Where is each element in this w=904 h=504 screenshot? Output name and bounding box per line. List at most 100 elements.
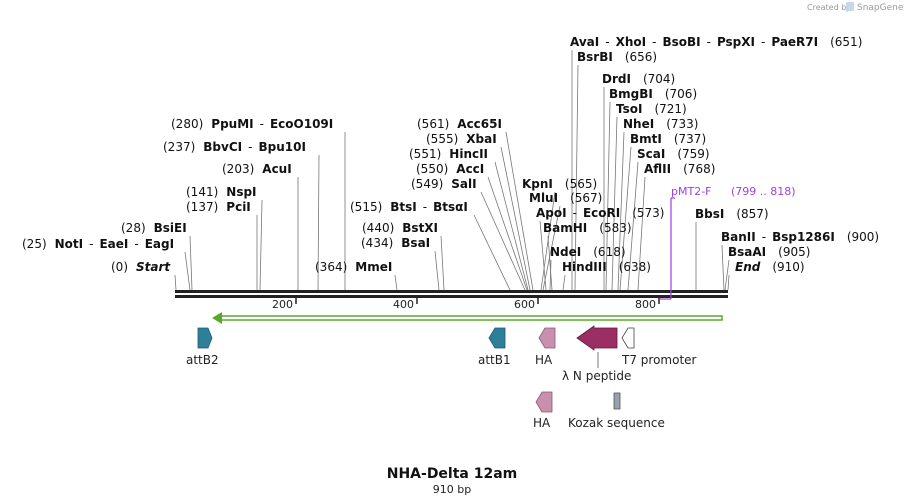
site-label: AvaI-XhoI-BsoBI-PspXI-PaeR7I(651) <box>570 35 862 49</box>
primer-pmt2-f[interactable]: pMT2-F (799 .. 818) <box>660 185 796 300</box>
primer-name: pMT2-F <box>671 185 712 198</box>
site-label: BanII-Bsp1286I(900) <box>721 230 879 244</box>
site-sali[interactable]: (549)SalI <box>411 177 477 191</box>
site-noti[interactable]: (25)NotI-EaeI-EagI <box>22 237 174 251</box>
site-drdi[interactable]: DrdI(704) <box>602 72 675 86</box>
site-label: MluI(567) <box>529 191 602 205</box>
ha-arrow-icon <box>535 391 553 413</box>
tick-label-800: 800 <box>635 298 656 311</box>
site-label: (137)PciI <box>186 200 251 214</box>
site-scai[interactable]: ScaI(759) <box>637 147 710 161</box>
site-xbai[interactable]: (555)XbaI <box>426 132 497 146</box>
backbone-bottom-strand <box>175 295 728 298</box>
site-bstxi[interactable]: (440)BstXI <box>362 221 438 235</box>
site-label: (237)BbvCI-Bpu10I <box>163 140 306 154</box>
orf-arrow[interactable] <box>212 312 723 324</box>
feature-t7-promoter[interactable]: T7 promoter <box>621 327 697 367</box>
site-apoi[interactable]: ApoI-EcoRI(573) <box>536 206 664 220</box>
leader-line <box>174 274 177 291</box>
attb2-arrow-icon <box>197 327 213 349</box>
feature-attb1[interactable]: attB1 <box>478 327 511 367</box>
site-hincii[interactable]: (551)HincII <box>409 147 488 161</box>
site-label: ScaI(759) <box>637 147 710 161</box>
site-label: HindIII(638) <box>562 260 651 274</box>
feature-attb2[interactable]: attB2 <box>186 327 219 367</box>
tick-label-200: 200 <box>272 298 293 311</box>
site-label: DrdI(704) <box>602 72 675 86</box>
leader-line <box>562 274 566 291</box>
feature-label: HA <box>535 353 553 367</box>
leader-line <box>494 161 529 291</box>
site-label: (561)Acc65I <box>417 117 502 131</box>
feature-kozak-sequence[interactable]: Kozak sequence <box>568 392 665 430</box>
site-banii[interactable]: BanII-Bsp1286I(900) <box>721 230 879 244</box>
leader-line <box>605 101 611 291</box>
site-label: NdeI(618) <box>550 245 626 259</box>
site-bbvci[interactable]: (237)BbvCI-Bpu10I <box>163 140 306 154</box>
site-bsrbi[interactable]: BsrBI(656) <box>577 50 657 64</box>
site-pcii[interactable]: (137)PciI <box>186 200 251 214</box>
kozak-box-icon <box>613 392 621 410</box>
lambda-n-arrow-icon <box>576 325 618 351</box>
site-bsiei[interactable]: (28)BsiEI <box>121 221 187 235</box>
site-mmei[interactable]: (364)MmeI <box>315 260 392 274</box>
sequence-backbone: 200 400 600 800 <box>175 290 728 311</box>
leader-line <box>619 146 632 291</box>
leader-line <box>505 131 534 291</box>
site-bsaai[interactable]: BsaAI(905) <box>728 245 810 259</box>
site-label: (28)BsiEI <box>121 221 187 235</box>
site-bbsi[interactable]: BbsI(857) <box>695 207 769 221</box>
leader-line <box>317 154 320 291</box>
leader-line <box>487 176 528 291</box>
site-acc65i[interactable]: (561)Acc65I <box>417 117 502 131</box>
map-length: 910 bp <box>433 483 471 496</box>
site-end[interactable]: End(910) <box>735 260 805 274</box>
site-label: (555)XbaI <box>426 132 497 146</box>
leader-line <box>549 259 552 291</box>
site-start[interactable]: (0)Start <box>111 260 171 274</box>
site-btsi[interactable]: (515)BtsI-BtsαI <box>350 200 468 214</box>
leader-line <box>721 244 725 291</box>
site-label: (364)MmeI <box>315 260 392 274</box>
snapgene-logo-icon <box>846 2 854 11</box>
site-bmgbi[interactable]: BmgBI(706) <box>609 87 697 101</box>
credit-prefix: Created by <box>807 3 851 12</box>
site-label: KpnI(565) <box>522 177 597 191</box>
site-label: TsoI(721) <box>616 102 687 116</box>
leader-line <box>627 161 639 291</box>
site-aflii[interactable]: AflII(768) <box>644 162 715 176</box>
site-label: (434)BsaI <box>361 236 430 250</box>
feature-label: HA <box>533 416 551 430</box>
site-ndei[interactable]: NdeI(618) <box>550 245 626 259</box>
leader-line <box>184 251 191 291</box>
site-acci[interactable]: (550)AccI <box>416 162 484 176</box>
site-tsoi[interactable]: TsoI(721) <box>616 102 687 116</box>
feature-ha-2[interactable]: HA <box>533 391 553 430</box>
site-bsai[interactable]: (434)BsaI <box>361 236 430 250</box>
site-label: AflII(768) <box>644 162 715 176</box>
site-acui[interactable]: (203)AcuI <box>222 162 292 176</box>
site-kpni[interactable]: KpnI(565) <box>522 177 597 191</box>
leader-line <box>500 146 531 291</box>
site-nhei[interactable]: NheI(733) <box>623 117 698 131</box>
feature-lambda-n-peptide[interactable]: λ N peptide <box>562 325 631 383</box>
site-label: BbsI(857) <box>695 207 769 221</box>
site-nspi[interactable]: (141)NspI <box>186 185 257 199</box>
site-bmti[interactable]: BmtI(737) <box>630 132 706 146</box>
feature-ha-1[interactable]: HA <box>535 327 556 367</box>
site-ppumi[interactable]: (280)PpuMI-EcoO109I <box>171 117 333 131</box>
features: attB2 attB1 HA λ N peptide T7 promoter H… <box>186 325 697 430</box>
snapgene-credit: Created by SnapGene <box>807 2 904 13</box>
orf-arrowhead-icon <box>212 312 222 324</box>
leader-line <box>440 235 445 291</box>
leader-line <box>539 220 547 291</box>
site-bamhi[interactable]: BamHI(583) <box>543 221 632 235</box>
site-label: BmtI(737) <box>630 132 706 146</box>
site-avai[interactable]: AvaI-XhoI-BsoBI-PspXI-PaeR7I(651) <box>570 35 862 49</box>
feature-label: T7 promoter <box>621 353 697 367</box>
site-hindiii[interactable]: HindIII(638) <box>562 260 651 274</box>
leader-line <box>542 205 561 291</box>
site-mlui[interactable]: MluI(567) <box>529 191 602 205</box>
feature-label: Kozak sequence <box>568 416 665 430</box>
